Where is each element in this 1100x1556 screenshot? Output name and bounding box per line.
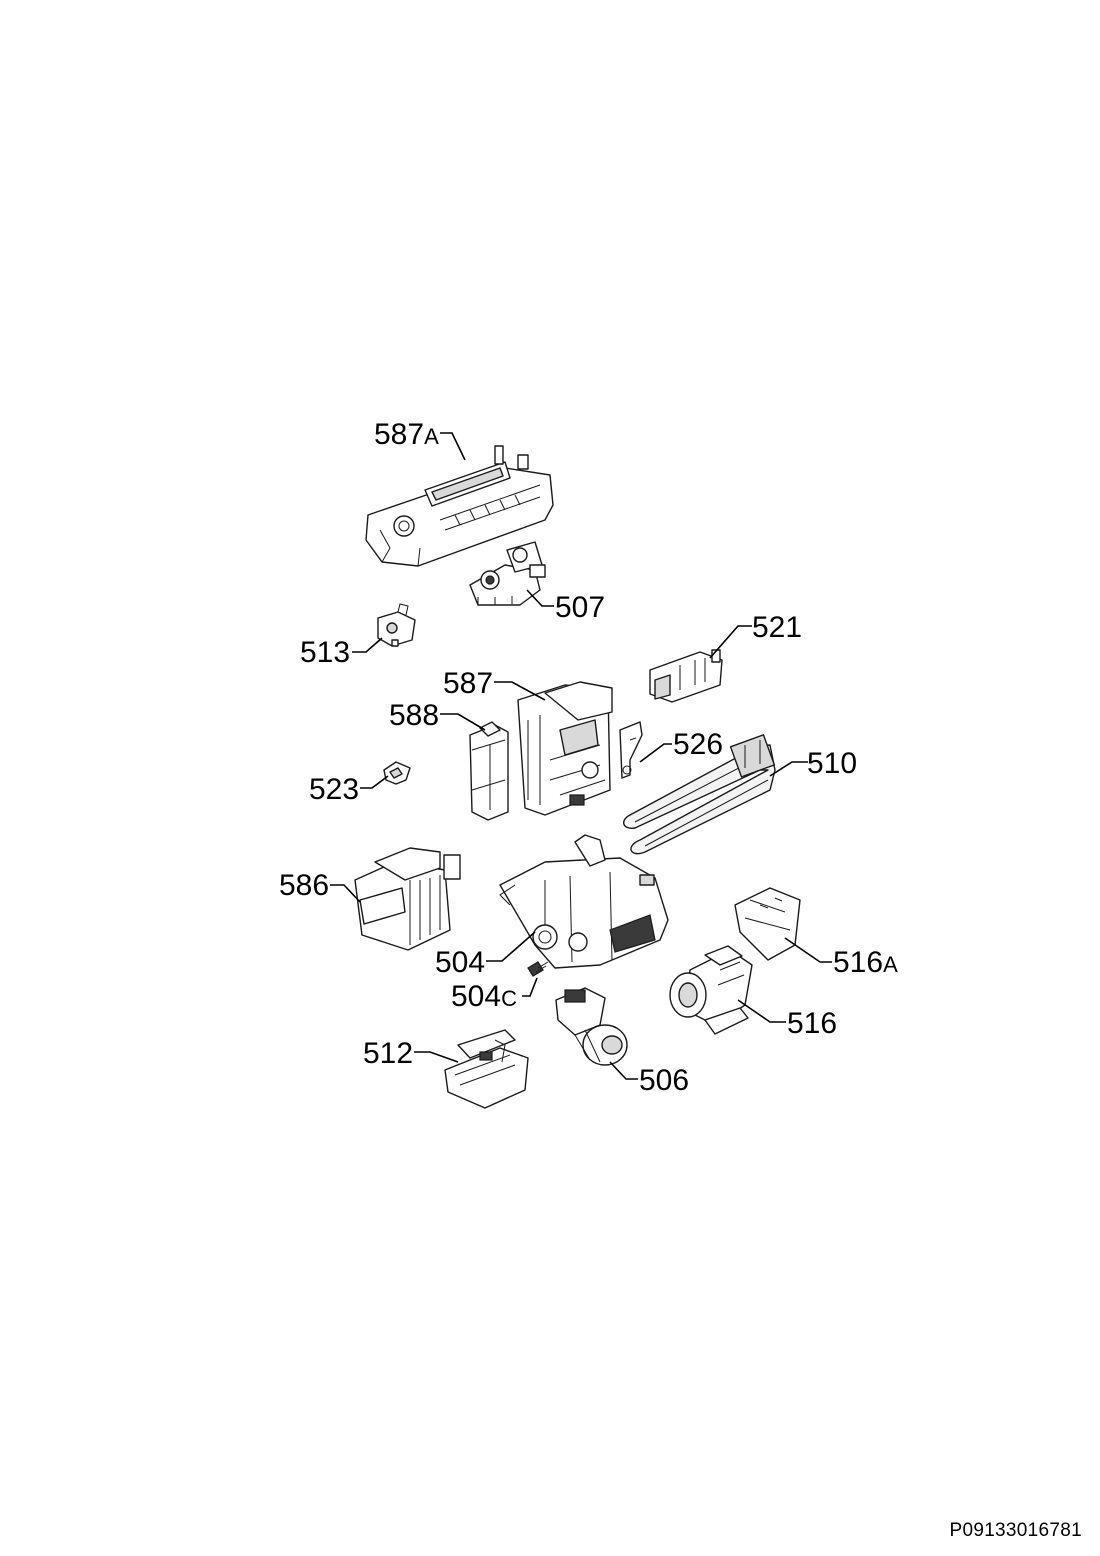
leader-523 xyxy=(360,775,389,789)
svg-text:588: 588 xyxy=(389,699,439,732)
label-588: 588 xyxy=(389,699,486,732)
part-588-cover[interactable] xyxy=(469,721,509,821)
label-586: 586 xyxy=(279,869,361,903)
part-507-inlet-valve[interactable] xyxy=(469,541,546,606)
leader-521 xyxy=(709,625,752,659)
svg-text:516: 516 xyxy=(787,1007,837,1040)
leader-586 xyxy=(330,884,361,903)
part-510-heating-element[interactable] xyxy=(623,734,776,855)
document-id: P09133016781 xyxy=(949,1520,1082,1541)
svg-text:587A: 587A xyxy=(374,418,439,451)
svg-text:586: 586 xyxy=(279,869,329,902)
label-512: 512 xyxy=(363,1037,459,1070)
svg-text:507: 507 xyxy=(555,591,605,624)
svg-text:506: 506 xyxy=(639,1064,689,1097)
svg-text:516A: 516A xyxy=(833,946,898,979)
svg-text:504: 504 xyxy=(435,946,485,979)
svg-text:523: 523 xyxy=(309,773,359,806)
part-504c-screw[interactable] xyxy=(527,961,549,977)
label-587: 587 xyxy=(443,667,546,701)
label-504: 504 xyxy=(435,931,536,979)
label-510: 510 xyxy=(769,747,857,780)
svg-text:521: 521 xyxy=(752,611,802,644)
label-516a: 516A xyxy=(784,937,898,979)
leader-516 xyxy=(737,999,786,1023)
leader-506 xyxy=(609,1061,638,1080)
label-516: 516 xyxy=(737,999,837,1040)
leader-512 xyxy=(414,1051,459,1063)
part-506-drain-pump[interactable] xyxy=(555,987,628,1066)
part-587-power-module[interactable] xyxy=(517,681,613,816)
label-506: 506 xyxy=(609,1061,689,1097)
leader-516a xyxy=(784,937,832,963)
label-526: 526 xyxy=(639,728,723,763)
leader-504 xyxy=(486,931,536,962)
label-523: 523 xyxy=(309,773,389,806)
leader-504c xyxy=(522,977,538,997)
label-507: 507 xyxy=(526,589,605,624)
leader-588 xyxy=(440,713,486,731)
part-516a-cover[interactable] xyxy=(734,887,801,961)
part-526-sensor-bracket[interactable] xyxy=(619,721,643,779)
label-587a: 587A xyxy=(374,418,466,461)
leader-587a xyxy=(440,432,466,461)
leader-513 xyxy=(352,637,383,653)
part-587a-control-board[interactable] xyxy=(365,445,554,567)
label-521: 521 xyxy=(709,611,802,659)
part-523-clip[interactable] xyxy=(383,761,411,785)
svg-text:512: 512 xyxy=(363,1037,413,1070)
svg-text:587: 587 xyxy=(443,667,493,700)
label-513: 513 xyxy=(300,636,383,669)
leader-510 xyxy=(769,761,808,777)
part-586-suppressor[interactable] xyxy=(354,847,461,951)
svg-text:504C: 504C xyxy=(451,980,517,1013)
label-504c: 504C xyxy=(451,977,538,1013)
part-512-filter-housing[interactable] xyxy=(444,1029,529,1109)
part-504-motor[interactable] xyxy=(499,834,669,969)
leader-587 xyxy=(494,681,546,701)
part-516-circulation-pump[interactable] xyxy=(669,945,753,1035)
svg-text:510: 510 xyxy=(807,747,857,780)
part-521-door-lock[interactable] xyxy=(649,649,723,703)
part-513-pressure-switch[interactable] xyxy=(377,603,416,647)
leader-526 xyxy=(639,743,672,763)
svg-text:513: 513 xyxy=(300,636,350,669)
svg-text:526: 526 xyxy=(673,728,723,761)
leader-507 xyxy=(526,589,554,607)
